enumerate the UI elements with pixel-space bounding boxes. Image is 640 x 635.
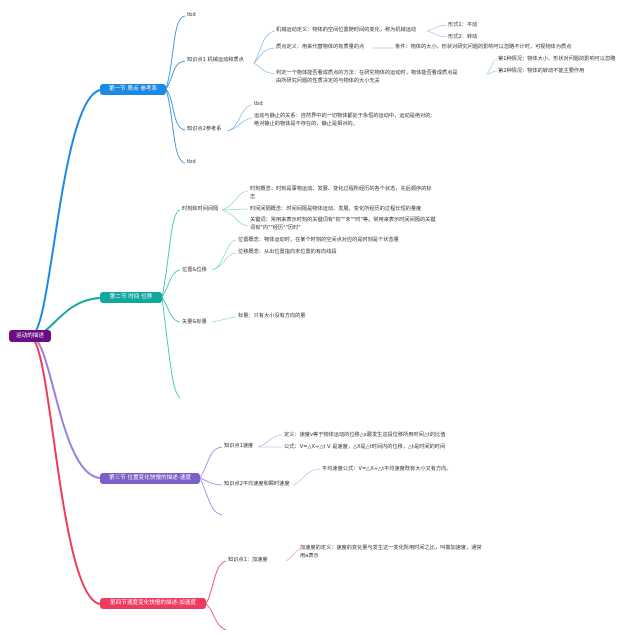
link-root-b4	[31, 337, 101, 605]
b2-scalar-def[interactable]: 标量：只有大小没有方向的量	[238, 313, 306, 319]
b1-particle-condition[interactable]: 条件：物体的大小、形状对研究问题的影响可以忽略不计时，可视物体为质点	[395, 44, 572, 50]
b4-knowledge-1[interactable]: 知识点1：加速度	[228, 557, 268, 563]
root-node[interactable]: 运动的描述	[9, 330, 51, 342]
b3-velocity-def[interactable]: 定义：速度v等于物体运动的位移△x跟发生这段位移所用时间△t的比值	[284, 432, 446, 438]
b2-moment-def-1[interactable]: 时刻概念：时刻是事物运动、发展、变化过程所经历的各个状态，先后顺序的标	[250, 186, 432, 192]
b2-vector-group[interactable]: 矢量&标量	[182, 319, 207, 325]
link-root-b3	[31, 336, 101, 479]
b1-particle-def[interactable]: 质点定义：用来代替物体的有质量的点	[276, 44, 365, 50]
branch-node-1[interactable]: 第一节 质点 参考系	[100, 84, 166, 95]
b2-displacement-def[interactable]: 位移概念：从出位置指向末位置的有向线段	[238, 249, 337, 255]
b2-interval-def[interactable]: 时间间隔概念：时间间隔是物体运动、发展、变化所经历的过程长短的量度	[250, 206, 422, 212]
b4-acceleration-def-2[interactable]: 用a表示	[300, 553, 319, 559]
b2-time-group[interactable]: 时刻和时间间隔	[182, 206, 219, 212]
b1-particle-method-2[interactable]: 由所研究问题的性质决定的与物体的大小无关	[276, 78, 380, 84]
b3-knowledge-2[interactable]: 知识点2平均速度和瞬时速度	[224, 481, 290, 487]
b1-particle-method-1[interactable]: 判定一个物体能否看成质点的方法：在研究物体的运动时，物体能否看成质点是	[276, 70, 458, 76]
b1-k2-tbd[interactable]: tbd	[254, 101, 263, 107]
b1-mechanical-motion-def[interactable]: 机械运动定义：物体的空间位置随时间的变化，称为机械运动	[276, 27, 417, 33]
branch-node-2[interactable]: 第二节 时间 位移	[100, 292, 162, 303]
b2-moment-def-2[interactable]: 志	[250, 194, 256, 200]
b1-form-2[interactable]: 形式2：转动	[448, 34, 478, 40]
branch-node-4[interactable]: 第四节速度变化快慢的描述-加速度	[100, 598, 206, 609]
b3-velocity-formula[interactable]: 公式：V=△X÷△t V 是速度，△X是△t时间内的位移，△t是时间的时间	[284, 444, 446, 450]
branch-node-3[interactable]: 第三节 位置变化快慢的描述-速度	[100, 473, 200, 484]
b2-keywords-2[interactable]: 词有"内""经历""历时"	[250, 225, 301, 231]
b1-tbd-top[interactable]: tbd	[187, 12, 196, 18]
link-root-b1	[31, 89, 101, 336]
b1-knowledge-2[interactable]: 知识点2参考系	[187, 126, 222, 132]
b1-case-2[interactable]: 第2种情况：物体的转动不能主要作用	[498, 68, 585, 74]
b4-acceleration-def-1[interactable]: 加速度的定义：速度的变化量与发生这一变化所用时间之比，叫做加速度，通常	[300, 545, 482, 551]
b1-case-1[interactable]: 第1种情况：物体大小、形状对问题的影响可以忽略	[498, 56, 616, 62]
b1-tbd-bottom[interactable]: tbd	[187, 159, 196, 165]
b3-knowledge-1[interactable]: 知识点1速度	[224, 443, 254, 449]
b3-average-velocity[interactable]: 平均速度公式：V=△X÷△t平均速度既有大小又有方向。	[322, 466, 452, 472]
b2-position-def[interactable]: 位置概念：物体运动时，在某个时刻的空间点对应的是时刻是个状态量	[238, 237, 399, 243]
b2-keywords-1[interactable]: 关键词：常用来表示时刻的关键词有"初""末""时"等。常用来表示时间间隔的关键	[250, 217, 436, 223]
b1-motion-rest-relation-1[interactable]: 运动与静止的关系：自然界中的一切物体都处于永恒的运动中，运动是绝对的;	[254, 113, 433, 119]
b1-motion-rest-relation-2[interactable]: 绝对静止的物体是不存在的，静止是相对的。	[254, 121, 358, 127]
b2-position-group[interactable]: 位置&位移	[182, 267, 207, 273]
b1-form-1[interactable]: 形式1：平动	[448, 22, 478, 28]
b1-knowledge-1[interactable]: 知识点1 机械运动和质点	[187, 57, 244, 63]
